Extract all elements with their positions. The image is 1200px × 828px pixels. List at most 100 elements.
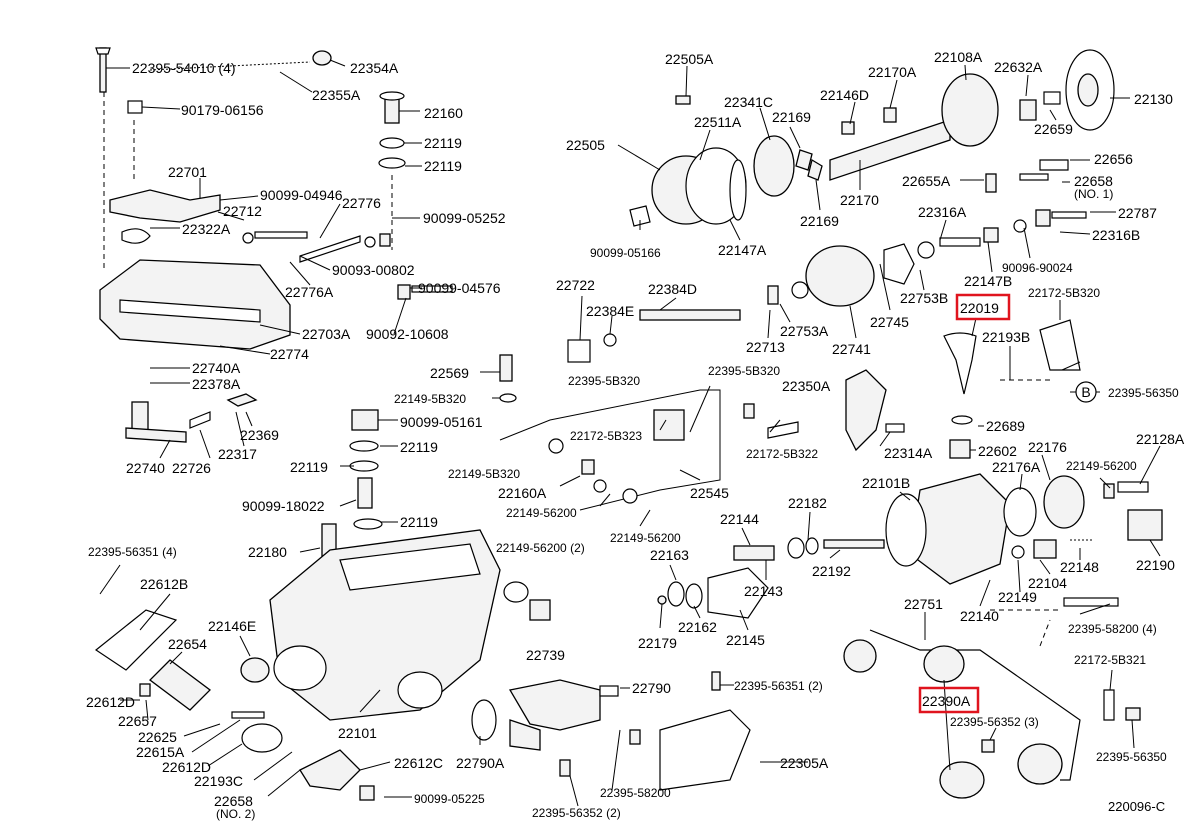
part-label-22395-56350[interactable]: 22395-56350 [1096, 750, 1167, 764]
part-label-22144[interactable]: 22144 [720, 511, 759, 527]
part-label-22162[interactable]: 22162 [678, 619, 717, 635]
part-label-22569[interactable]: 22569 [430, 365, 469, 381]
part-label-22745[interactable]: 22745 [870, 314, 909, 330]
part-label-90099-05166[interactable]: 90099-05166 [590, 246, 661, 260]
part-label-90096-90024[interactable]: 90096-90024 [1002, 261, 1073, 275]
part-label-22790[interactable]: 22790 [632, 680, 671, 696]
part-label-22130[interactable]: 22130 [1134, 91, 1173, 107]
part-label-22740[interactable]: 22740 [126, 460, 165, 476]
part-label-22395-56352-2[interactable]: 22395-56352 (2) [532, 806, 621, 820]
part-label-22612B[interactable]: 22612B [140, 576, 188, 592]
part-label-22395-5B320[interactable]: 22395-5B320 [568, 374, 640, 388]
part-label-22395-56352-3[interactable]: 22395-56352 (3) [950, 715, 1039, 729]
part-label-22163[interactable]: 22163 [650, 547, 689, 563]
part-label-22753B[interactable]: 22753B [900, 290, 948, 306]
part-label-22395-56351-2[interactable]: 22395-56351 (2) [734, 679, 823, 693]
part-label-22176A[interactable]: 22176A [992, 459, 1041, 475]
part-label-22395-56350[interactable]: 22395-56350 [1108, 386, 1179, 400]
part-label-22774[interactable]: 22774 [270, 346, 309, 362]
part-label-22147B[interactable]: 22147B [964, 273, 1012, 289]
part-label-22146E[interactable]: 22146E [208, 618, 256, 634]
part-label-90092-10608[interactable]: 90092-10608 [366, 326, 449, 342]
part-label-90099-04576[interactable]: 90099-04576 [418, 280, 501, 296]
part-label-22369[interactable]: 22369 [240, 427, 279, 443]
part-label-22149[interactable]: 22149 [998, 589, 1037, 605]
part-label-22182[interactable]: 22182 [788, 495, 827, 511]
part-label-22658[interactable]: 22658 [1074, 173, 1113, 189]
part-label-22657[interactable]: 22657 [118, 713, 157, 729]
part-label-22625[interactable]: 22625 [138, 729, 177, 745]
part-label-no2[interactable]: (NO. 2) [216, 807, 255, 821]
part-label-22741[interactable]: 22741 [832, 341, 871, 357]
part-label-22739[interactable]: 22739 [526, 647, 565, 663]
part-label-22713[interactable]: 22713 [746, 339, 785, 355]
part-label-22545[interactable]: 22545 [690, 485, 729, 501]
part-label-22119[interactable]: 22119 [400, 439, 438, 455]
part-label-22160A[interactable]: 22160A [498, 485, 547, 501]
part-label-22101[interactable]: 22101 [338, 725, 377, 741]
part-label-22612D[interactable]: 22612D [86, 694, 135, 710]
part-label-90179-06156[interactable]: 90179-06156 [181, 102, 264, 118]
part-label-90099-05252[interactable]: 90099-05252 [423, 210, 506, 226]
part-label-22192[interactable]: 22192 [812, 563, 851, 579]
part-label-22108A[interactable]: 22108A [934, 49, 983, 65]
part-label-22170[interactable]: 22170 [840, 192, 879, 208]
part-label-22317[interactable]: 22317 [218, 446, 257, 462]
part-label-22689[interactable]: 22689 [986, 418, 1025, 434]
part-label-22776A[interactable]: 22776A [285, 284, 334, 300]
part-label-22128A[interactable]: 22128A [1136, 431, 1185, 447]
part-label-22787[interactable]: 22787 [1118, 205, 1157, 221]
part-label-22712[interactable]: 22712 [223, 203, 262, 219]
part-label-22149-56200[interactable]: 22149-56200 [1066, 459, 1137, 473]
part-label-22146D[interactable]: 22146D [820, 87, 869, 103]
part-label-22019[interactable]: 22019 [960, 300, 999, 316]
part-label-22104[interactable]: 22104 [1028, 575, 1067, 591]
part-label-22179[interactable]: 22179 [638, 635, 677, 651]
part-label-22615A[interactable]: 22615A [136, 744, 185, 760]
part-label-22354A[interactable]: 22354A [350, 60, 399, 76]
part-label-22505[interactable]: 22505 [566, 137, 605, 153]
part-label-22395-54010[interactable]: 22395-54010 (4) [132, 60, 236, 76]
part-label-22172-5B322[interactable]: 22172-5B322 [746, 447, 818, 461]
part-label-22169[interactable]: 22169 [800, 213, 839, 229]
part-label-22395-58200-4[interactable]: 22395-58200 (4) [1068, 622, 1157, 636]
part-label-22149-56200-2[interactable]: 22149-56200 (2) [496, 541, 585, 555]
part-label-22190[interactable]: 22190 [1136, 557, 1175, 573]
part-label-22172-5B321[interactable]: 22172-5B321 [1074, 653, 1146, 667]
part-label-22193B[interactable]: 22193B [982, 329, 1030, 345]
part-label-22632A[interactable]: 22632A [994, 59, 1043, 75]
part-label-22395-58200[interactable]: 22395-58200 [600, 786, 671, 800]
part-label-90093-00802[interactable]: 90093-00802 [332, 262, 415, 278]
part-label-22751[interactable]: 22751 [904, 596, 943, 612]
part-label-22193C[interactable]: 22193C [194, 773, 243, 789]
part-label-22355A[interactable]: 22355A [312, 87, 361, 103]
part-label-22612C[interactable]: 22612C [394, 755, 443, 771]
part-label-22316A[interactable]: 22316A [918, 204, 967, 220]
part-label-90099-18022[interactable]: 90099-18022 [242, 498, 325, 514]
part-label-22341C[interactable]: 22341C [724, 94, 773, 110]
part-label-22119[interactable]: 22119 [424, 135, 462, 151]
part-label-22390A[interactable]: 22390A [922, 693, 971, 709]
part-label-22659[interactable]: 22659 [1034, 121, 1073, 137]
part-label-22350A[interactable]: 22350A [782, 378, 831, 394]
part-label-22378A[interactable]: 22378A [192, 376, 241, 392]
part-label-22180[interactable]: 22180 [248, 544, 287, 560]
part-label-22726[interactable]: 22726 [172, 460, 211, 476]
part-label-no1[interactable]: (NO. 1) [1074, 187, 1113, 201]
part-label-22790A[interactable]: 22790A [456, 755, 505, 771]
part-label-22147A[interactable]: 22147A [718, 242, 767, 258]
part-label-22395-56351-4[interactable]: 22395-56351 (4) [88, 545, 177, 559]
part-label-90099-05225[interactable]: 90099-05225 [414, 792, 485, 806]
part-label-22395-5B320[interactable]: 22395-5B320 [708, 364, 780, 378]
part-label-22149-5B320[interactable]: 22149-5B320 [394, 392, 466, 406]
part-label-22172-5B320[interactable]: 22172-5B320 [1028, 286, 1100, 300]
part-label-22655A[interactable]: 22655A [902, 173, 951, 189]
part-label-22511A[interactable]: 22511A [694, 114, 742, 130]
part-label-22658[interactable]: 22658 [214, 793, 253, 809]
part-label-22384E[interactable]: 22384E [586, 303, 634, 319]
part-label-22119[interactable]: 22119 [424, 158, 462, 174]
part-label-22722[interactable]: 22722 [556, 277, 595, 293]
part-label-22701[interactable]: 22701 [168, 164, 207, 180]
part-label-22316B[interactable]: 22316B [1092, 227, 1140, 243]
part-label-22740A[interactable]: 22740A [192, 360, 241, 376]
